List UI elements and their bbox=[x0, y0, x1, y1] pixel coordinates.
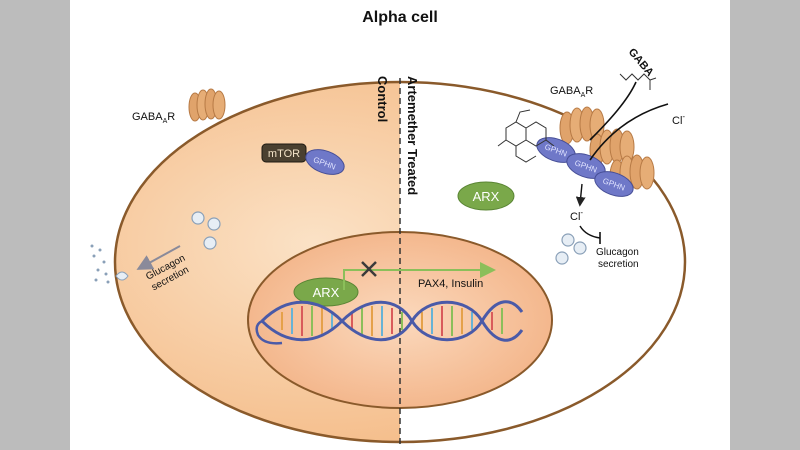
chloride-entry-line bbox=[589, 103, 669, 161]
treated-label: Artemether Treated bbox=[405, 76, 420, 195]
chloride-inner-arrow bbox=[575, 183, 586, 207]
arx-nucleus: ARX bbox=[293, 277, 359, 307]
chloride-label: Cl- bbox=[672, 112, 685, 127]
arx-nucleus-shape bbox=[293, 277, 359, 307]
arx-cytoplasm-label: ARX bbox=[473, 189, 500, 204]
mtor-complex: mTOR GPHN bbox=[261, 143, 345, 175]
chloride-inner-label: Cl- bbox=[570, 208, 583, 223]
gaba-binding-line bbox=[589, 81, 637, 141]
arx-nucleus-label: ARX bbox=[313, 285, 340, 300]
dna-strand-b bbox=[260, 300, 524, 342]
gabaar-left-receptor bbox=[188, 88, 226, 122]
artemether-molecule-icon bbox=[497, 109, 555, 163]
dna-tail bbox=[255, 319, 283, 345]
arx-cytoplasm-shape bbox=[457, 181, 515, 211]
arx-cytoplasm: ARX bbox=[457, 181, 515, 211]
dna-strand-a bbox=[260, 300, 524, 342]
pax4-insulin-label: PAX4, Insulin bbox=[418, 278, 483, 290]
gabaar-left-label: GABAAR bbox=[132, 111, 175, 125]
mtor-label: mTOR bbox=[268, 148, 300, 160]
glucagon-granules-right bbox=[555, 233, 587, 265]
figure-title: Alpha cell bbox=[362, 9, 438, 26]
pax4-activation-arrow bbox=[343, 262, 496, 290]
dna-rungs bbox=[281, 306, 503, 336]
gabaar-right-label: GABAAR bbox=[550, 85, 593, 99]
block-x-icon bbox=[361, 261, 377, 277]
secretion-arrow-left bbox=[136, 245, 181, 270]
gaba-label: GABA bbox=[626, 46, 656, 79]
gphn-left bbox=[305, 149, 345, 175]
gphn-right-chain: GPHN GPHN GPHN bbox=[536, 137, 634, 197]
gabaar-right-receptors bbox=[559, 106, 655, 193]
exocytosis-left bbox=[90, 244, 129, 284]
inhibition-line bbox=[579, 225, 601, 239]
gaba-molecule-icon bbox=[619, 73, 657, 90]
glucagon-granules-left bbox=[191, 211, 221, 250]
dna-helix bbox=[255, 300, 524, 345]
mtor-box bbox=[261, 143, 307, 163]
control-label: Control bbox=[375, 76, 390, 122]
